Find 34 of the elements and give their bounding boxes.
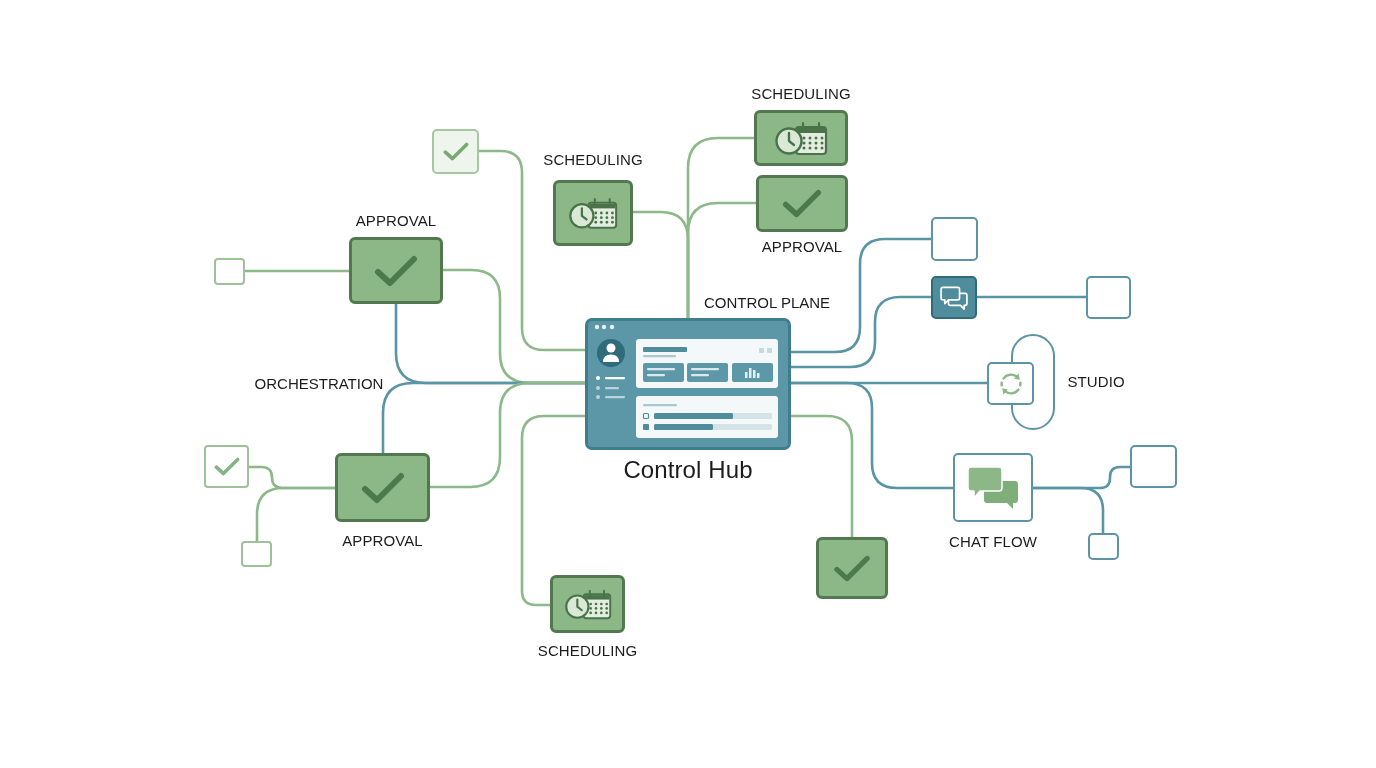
node-label: APPROVAL — [761, 238, 843, 256]
empty-box — [1088, 533, 1119, 560]
empty-box — [204, 445, 249, 488]
node-label: SCHEDULING — [537, 642, 638, 660]
connector-line — [479, 149, 585, 352]
icon-box — [432, 129, 479, 174]
node-label: SCHEDULING — [543, 151, 643, 169]
node-label: STUDIO — [1067, 373, 1125, 391]
connector-line — [686, 201, 756, 318]
connector-line — [791, 295, 931, 369]
node-label: APPROVAL — [342, 532, 423, 550]
connector-line — [520, 414, 585, 607]
node-label: CHAT FLOW — [949, 532, 1037, 551]
connector-line — [791, 414, 854, 537]
connector-line — [977, 295, 1086, 299]
empty-box — [987, 362, 1034, 405]
empty-box — [1130, 445, 1177, 488]
node-label: APPROVAL — [355, 212, 437, 230]
connector-line — [1033, 486, 1105, 533]
section-label: ORCHESTRATION — [254, 375, 384, 393]
node-label: SCHEDULING — [751, 85, 851, 103]
connector-line — [245, 269, 349, 273]
icon-box — [931, 276, 977, 319]
empty-box — [1086, 276, 1131, 319]
empty-box — [241, 541, 272, 567]
empty-box — [931, 217, 978, 261]
hub-title: Control Hub — [623, 456, 753, 484]
connector-line — [791, 381, 953, 490]
connector-line — [255, 486, 335, 541]
icon-box — [816, 537, 888, 599]
empty-box — [214, 258, 245, 285]
section-label: CONTROL PLANE — [703, 294, 831, 312]
connector-line — [430, 381, 585, 489]
connector-line — [791, 237, 931, 354]
